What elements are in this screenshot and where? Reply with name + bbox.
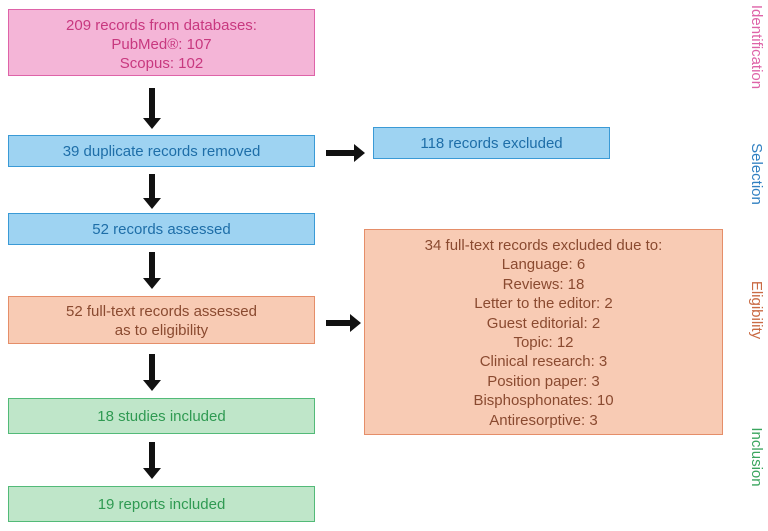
box-line: 19 reports included [97,496,226,513]
duplicates-removed-box: 39 duplicate records removed [8,135,315,167]
reports-included-box: 19 reports included [8,486,315,522]
box-line: 118 records excluded [420,135,563,152]
box-line: 34 full-text records excluded due to: [424,237,663,254]
down-arrow-icon [143,442,161,479]
down-arrow-icon [143,88,161,129]
records-assessed-box: 52 records assessed [8,213,315,245]
stage-label-identification: Identification [748,4,765,90]
box-line: 39 duplicate records removed [62,143,261,160]
box-line: Bisphosphonates: 10 [473,392,614,410]
box-line: 52 records assessed [92,221,231,238]
box-line: Reviews: 18 [502,275,585,293]
stage-label-selection: Selection [748,143,765,205]
stage-label-inclusion: Inclusion [748,427,765,487]
box-line: 209 records from databases: [66,17,257,34]
box-line: Topic: 12 [513,334,574,352]
box-line: Language: 6 [501,256,586,274]
box-line: Position paper: 3 [487,372,600,390]
box-line: Scopus: 102 [119,55,204,72]
down-arrow-icon [143,354,161,391]
identification-box: 209 records from databases: PubMed®: 107… [8,9,315,76]
studies-included-box: 18 studies included [8,398,315,434]
box-line: 18 studies included [97,408,226,425]
box-line: as to eligibility [114,322,209,339]
down-arrow-icon [143,252,161,289]
down-arrow-icon [143,174,161,209]
box-line: Guest editorial: 2 [486,314,601,332]
box-line: Antiresorptive: 3 [489,411,598,429]
records-excluded-box: 118 records excluded [373,127,610,159]
fulltext-excluded-box: 34 full-text records excluded due to: La… [364,229,723,435]
right-arrow-icon [326,144,365,162]
fulltext-assessed-box: 52 full-text records assessed as to elig… [8,296,315,344]
box-line: 52 full-text records assessed [66,303,257,320]
box-line: PubMed®: 107 [111,36,212,53]
box-line: Clinical research: 3 [479,353,608,371]
right-arrow-icon [326,314,361,332]
box-line: Letter to the editor: 2 [474,295,613,313]
stage-label-eligibility: Eligibility [748,280,765,340]
